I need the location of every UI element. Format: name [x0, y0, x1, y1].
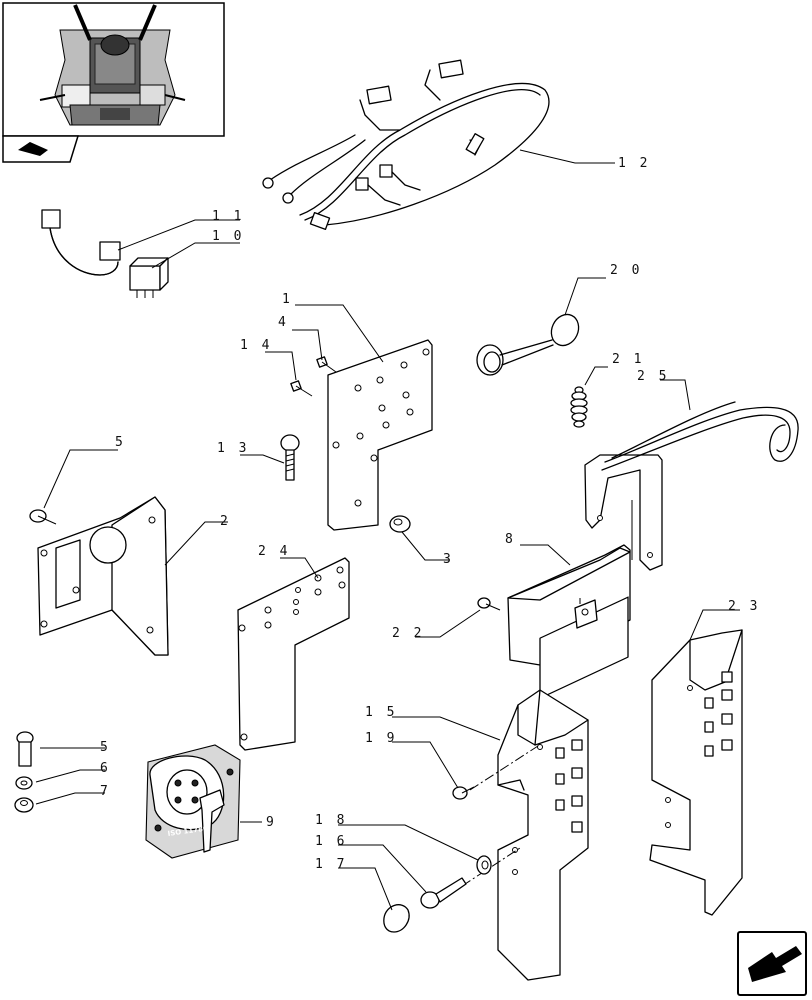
part-25-bracket — [584, 401, 799, 571]
part-19-screw — [452, 786, 475, 800]
callout-5-upper: 5 — [115, 435, 126, 450]
axis-line — [461, 745, 539, 887]
tractor-thumbnail — [2, 2, 225, 137]
part-21-bellows — [570, 386, 588, 428]
callout-12: 1 2 — [618, 156, 650, 171]
part-5-bolt-upper — [29, 509, 57, 525]
part-2-bracket — [37, 496, 169, 656]
part-15-cover — [497, 689, 589, 981]
part-8-switch-box — [507, 544, 631, 699]
callout-2: 2 — [220, 514, 231, 529]
callout-17: 1 7 — [315, 857, 347, 872]
callout-4: 4 — [278, 315, 289, 330]
callout-5-lower: 5 — [100, 740, 111, 755]
callout-20: 2 0 — [610, 263, 642, 278]
part-20-cap — [476, 313, 580, 376]
thumbnail-arrow-tab[interactable] — [2, 135, 80, 163]
part-18-washer — [476, 855, 492, 875]
callout-10: 1 0 — [212, 229, 244, 244]
part-10-relay — [129, 257, 169, 298]
callout-8: 8 — [505, 532, 516, 547]
callout-15: 1 5 — [365, 705, 397, 720]
callout-19: 1 9 — [365, 731, 397, 746]
part-7-nut — [14, 797, 34, 813]
callout-24: 2 4 — [258, 544, 290, 559]
callout-23: 2 3 — [728, 599, 760, 614]
part-5-bolt-lower — [16, 731, 34, 767]
part-23-cover — [649, 629, 743, 916]
next-page-arrow-button[interactable] — [737, 931, 807, 996]
part-11-cable — [41, 209, 121, 276]
callout-labels: 1 2 1 1 1 0 2 0 1 4 1 4 2 1 2 5 1 3 5 2 … — [100, 156, 760, 872]
callout-13: 1 3 — [217, 441, 249, 456]
part-24-plate — [237, 557, 350, 751]
part-22-screw — [477, 597, 501, 611]
part-12-wiring-harness — [262, 59, 550, 231]
part-4-bolt — [316, 356, 337, 373]
callout-7: 7 — [100, 784, 111, 799]
callout-25: 2 5 — [637, 369, 669, 384]
part-16-bolt — [420, 877, 467, 909]
callout-6: 6 — [100, 761, 111, 776]
callout-3: 3 — [443, 552, 454, 567]
part-17-cap — [383, 904, 410, 933]
part-14-bolt — [290, 380, 313, 397]
part-3-nut — [389, 515, 411, 533]
part-6-washer — [15, 776, 33, 790]
callout-22: 2 2 — [392, 626, 424, 641]
callout-21: 2 1 — [612, 352, 644, 367]
callout-9: 9 — [266, 815, 277, 830]
leader-lines — [35, 149, 740, 911]
callout-16: 1 6 — [315, 834, 347, 849]
callout-18: 1 8 — [315, 813, 347, 828]
callout-11: 1 1 — [212, 209, 244, 224]
callout-14: 1 4 — [240, 338, 272, 353]
callout-1: 1 — [282, 292, 293, 307]
part-9-socket: ISO 11786 — [145, 744, 241, 859]
part-1-plate — [327, 339, 433, 531]
part-13-bolt — [280, 434, 300, 481]
